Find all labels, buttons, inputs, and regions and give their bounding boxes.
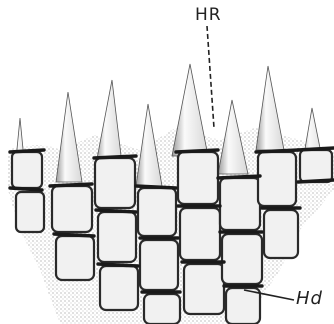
- cell: [226, 288, 260, 324]
- label-hr: HR: [195, 7, 222, 24]
- cell: [140, 240, 178, 290]
- cell: [178, 152, 218, 204]
- cell: [100, 266, 138, 310]
- hair-spike: [56, 92, 82, 182]
- cell: [258, 152, 296, 206]
- cell: [12, 152, 42, 188]
- cell: [184, 264, 224, 314]
- cell: [300, 150, 332, 182]
- cell: [144, 294, 180, 324]
- cell: [56, 236, 94, 280]
- hr-leader-line: [207, 26, 214, 128]
- cell: [138, 188, 176, 236]
- cell: [222, 234, 262, 284]
- cell: [52, 186, 92, 232]
- cell: [98, 212, 136, 262]
- cell: [220, 178, 260, 230]
- hair-spike: [96, 80, 122, 164]
- hair-spike: [172, 64, 208, 156]
- cell: [180, 208, 220, 260]
- cell: [95, 158, 135, 208]
- hair-spike: [256, 66, 284, 150]
- label-hd: Hd: [296, 290, 323, 308]
- cell: [264, 210, 298, 258]
- cell: [16, 192, 44, 232]
